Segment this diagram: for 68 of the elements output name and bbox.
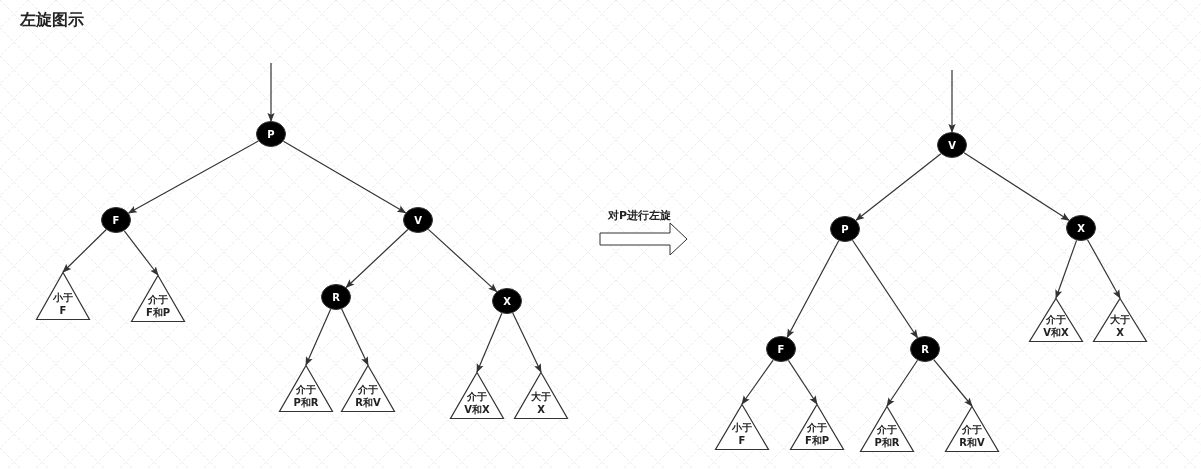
arrow [855, 153, 942, 221]
subtree-label: 介于 F和P [803, 421, 831, 447]
title: 左旋图示 [20, 10, 84, 31]
arrow [787, 359, 818, 405]
arrow [476, 312, 503, 373]
subtree-triangle [790, 404, 844, 450]
arrow [741, 359, 774, 405]
tree-node-circle [321, 284, 351, 310]
subtree-label: 介于 V和X [1042, 313, 1070, 339]
subtree-label: 介于 V和X [463, 390, 491, 416]
arrow [851, 239, 919, 339]
node-label: P [266, 127, 276, 142]
node-label: V [413, 213, 423, 228]
arrow [62, 229, 107, 273]
node-label: X [502, 294, 512, 309]
subtree-label: 介于 P和R [292, 383, 320, 409]
arrow [345, 228, 409, 289]
subtree-label: 介于 R和V [354, 383, 382, 409]
arrow [341, 308, 369, 366]
arrow [267, 62, 275, 122]
arrow [948, 69, 956, 133]
arrow [786, 240, 840, 338]
subtree-triangle [450, 372, 504, 419]
operation-label: 对P进行左旋 [608, 208, 672, 223]
node-label: F [776, 342, 786, 357]
subtree-triangle [341, 365, 395, 412]
arrow [123, 230, 159, 276]
arrow [127, 140, 259, 214]
tree-node-circle [910, 336, 940, 362]
tree-node-circle [766, 336, 796, 362]
node-label: X [1076, 221, 1086, 236]
tree-node-circle [403, 207, 433, 233]
arrow [305, 308, 332, 366]
node-label: R [331, 290, 341, 305]
node-label: P [840, 222, 850, 237]
node-label: R [920, 342, 930, 357]
arrow [963, 152, 1070, 221]
subtree-triangle [131, 275, 185, 322]
subtree-triangle [1093, 298, 1147, 342]
subtree-label: 小于 F [731, 421, 753, 447]
subtree-triangle [36, 272, 90, 320]
tree-node-circle [937, 132, 967, 158]
arrow [1086, 239, 1121, 299]
subtree-triangle [279, 365, 333, 412]
tree-node-circle [1066, 215, 1096, 241]
subtree-triangle [514, 372, 568, 419]
arrow [1055, 239, 1078, 299]
arrow [886, 359, 919, 407]
arrow [933, 358, 973, 407]
subtree-label: 介于 R和V [958, 423, 986, 449]
tree-node-circle [492, 288, 522, 314]
node-label: F [111, 213, 121, 228]
tree-node-circle [101, 207, 131, 233]
tree-node-circle [256, 121, 286, 147]
subtree-label: 介于 F和P [144, 293, 172, 319]
subtree-label: 大于 X [530, 390, 552, 416]
subtree-triangle [945, 406, 999, 452]
arrow [427, 228, 498, 293]
subtree-triangle [860, 406, 914, 452]
subtree-label: 小于 F [52, 291, 74, 317]
subtree-label: 大于 X [1109, 313, 1131, 339]
arrow [512, 312, 542, 373]
arrow [282, 140, 407, 214]
node-label: V [947, 138, 957, 153]
subtree-triangle [715, 404, 769, 450]
subtree-label: 介于 P和R [873, 423, 901, 449]
subtree-triangle [1029, 298, 1083, 342]
tree-node-circle [830, 216, 860, 242]
